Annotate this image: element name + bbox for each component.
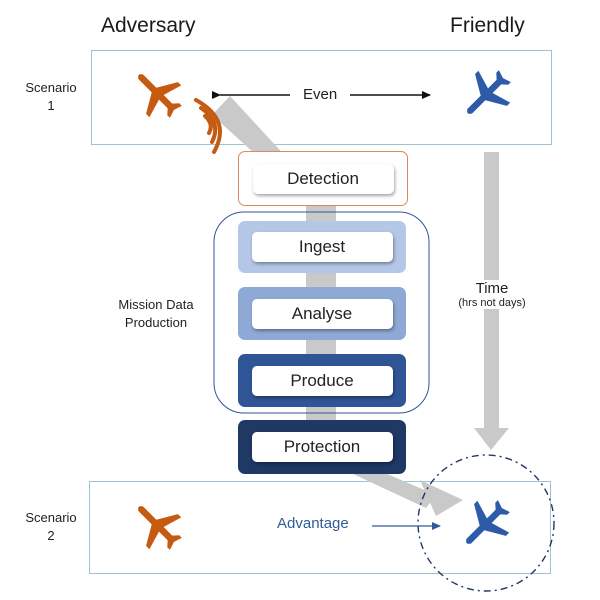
friendly-header: Friendly [450,14,525,37]
analyse-label: Analyse [251,298,393,329]
scenario-1-label: Scenario 1 [18,79,84,115]
friendly-plane-icon-1 [467,70,511,114]
mission-data-label-line1: Mission Data [118,297,194,312]
even-label: Even [297,86,344,103]
detection-label: Detection [252,163,394,194]
scenario-2-label-line2: 2 [47,528,55,543]
scenario-2-label: Scenario 2 [18,509,84,545]
protection-stage: Protection [238,420,406,474]
scenario-1-label-line1: Scenario [25,80,77,95]
scenario-2-label-line1: Scenario [25,510,77,525]
friendly-plane-icon-2 [466,500,510,544]
advantage-circle [417,454,555,592]
signal-icon [194,98,222,154]
scenario-1-label-line2: 1 [47,98,55,113]
adversary-plane-icon-1 [138,74,182,118]
time-label: Time [475,280,509,297]
produce-label: Produce [251,365,393,396]
detection-stage: Detection [238,151,408,206]
produce-stage: Produce [238,354,406,407]
mission-data-label-line2: Production [124,315,188,330]
mission-data-production-label: Mission Data Production [106,296,206,332]
advantage-label: Advantage [277,515,349,532]
ingest-label: Ingest [251,232,393,262]
ingest-stage: Ingest [238,221,406,273]
protection-label: Protection [251,432,393,462]
time-sublabel: (hrs not days) [458,297,526,309]
adversary-header: Adversary [101,14,196,37]
scenario-2-box [89,481,551,574]
time-label-group: Time (hrs not days) [432,280,552,309]
mission-data-group-outline [213,211,430,414]
adversary-plane-icon-2 [138,506,182,550]
analyse-stage: Analyse [238,287,406,340]
